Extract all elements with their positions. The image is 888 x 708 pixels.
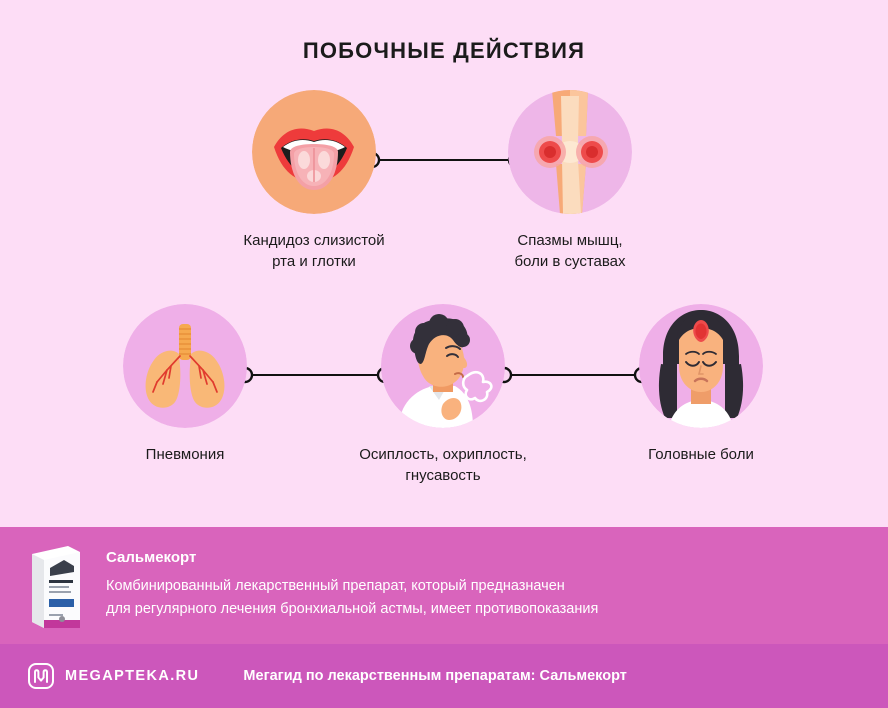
node-label: Осиплость, охриплость, гнусавость — [359, 446, 527, 484]
node-pneumonia[interactable]: Пневмония — [90, 304, 280, 465]
footer-tagline: Мегагид по лекарственным препаратам: Сал… — [243, 668, 627, 684]
lungs-icon — [123, 304, 247, 428]
product-banner[interactable]: Сальмекорт Комбинированный лекарственный… — [0, 527, 888, 644]
medicine-box-icon — [28, 544, 84, 628]
product-description: Комбинированный лекарственный препарат, … — [106, 578, 599, 617]
node-hoarseness[interactable]: Осиплость, охриплость, гнусавость — [348, 304, 538, 486]
node-label: Кандидоз слизистой рта и глотки — [243, 232, 385, 270]
side-effects-diagram: Кандидоз слизистой рта и глотки — [0, 80, 888, 520]
node-spasms[interactable]: Спазмы мышц, боли в суставах — [475, 90, 665, 272]
knee-joint-pain-icon — [508, 90, 632, 214]
node-label: Спазмы мышц, боли в суставах — [514, 232, 626, 270]
node-label: Пневмония — [145, 446, 225, 463]
megapteka-logo[interactable]: MEGAPTEKA.RU — [28, 663, 199, 689]
footer-bar: MEGAPTEKA.RU Мегагид по лекарственным пр… — [0, 644, 888, 708]
product-text-block: Сальмекорт Комбинированный лекарственный… — [106, 549, 864, 621]
node-headache[interactable]: Головные боли — [606, 304, 796, 465]
page-title: ПОБОЧНЫЕ ДЕЙСТВИЯ — [302, 38, 586, 63]
coughing-man-icon — [381, 304, 505, 428]
node-label: Головные боли — [648, 446, 754, 463]
mouth-tongue-icon — [252, 90, 376, 214]
logo-text: MEGAPTEKA.RU — [65, 668, 200, 684]
node-candidiasis[interactable]: Кандидоз слизистой рта и глотки — [219, 90, 409, 272]
megapteka-logo-icon — [28, 663, 54, 689]
product-name: Сальмекорт — [106, 549, 197, 566]
headache-woman-icon — [639, 304, 763, 428]
